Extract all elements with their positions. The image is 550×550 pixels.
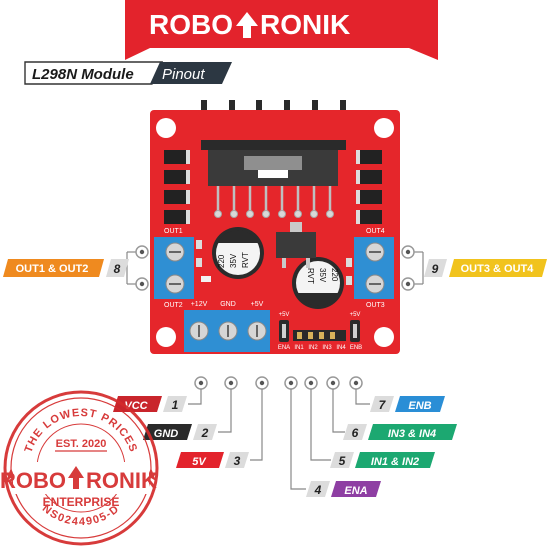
label-header-in3: IN3 bbox=[322, 345, 332, 351]
pin-9-number: 9 bbox=[432, 262, 439, 276]
pin-6-label: IN3 & IN4 bbox=[388, 428, 436, 440]
pin-7-number: 7 bbox=[379, 398, 387, 412]
callout-pin-7: 7 ENB bbox=[370, 396, 445, 412]
stamp-brand-right: RONIK bbox=[86, 468, 157, 493]
stamp-est: EST. 2020 bbox=[56, 438, 107, 450]
label-power-12v: +12V bbox=[191, 301, 208, 308]
cap-left-value: 220 bbox=[217, 254, 226, 268]
voltage-regulator bbox=[276, 222, 316, 268]
pin-dots bbox=[194, 376, 363, 390]
brand-banner: ROBO RONIK bbox=[125, 0, 438, 60]
pin-8-number: 8 bbox=[114, 262, 121, 276]
pin-3-label: 5V bbox=[192, 456, 207, 468]
module-tag: Pinout bbox=[162, 66, 205, 83]
callout-pin-8: 8 OUT1 & OUT2 bbox=[3, 245, 149, 291]
label-header-ena: ENA bbox=[278, 345, 290, 351]
pin-4-label: ENA bbox=[344, 485, 367, 497]
stamp-sub: ENTERPRISE bbox=[43, 495, 120, 509]
label-out4: OUT4 bbox=[366, 228, 385, 235]
cap-right-series: RVT bbox=[306, 268, 315, 284]
pin-7-label: ENB bbox=[408, 400, 431, 412]
callout-pin-5: 5 IN1 & IN2 bbox=[330, 452, 435, 468]
label-out2: OUT2 bbox=[164, 302, 183, 309]
smd-components bbox=[196, 240, 352, 285]
pin-1-number: 1 bbox=[172, 398, 179, 412]
l298n-board: OUT1 OUT2 OUT4 OUT3 220 35V RVT 220 35V bbox=[150, 100, 400, 354]
diodes-right bbox=[356, 150, 382, 224]
terminal-out3-out4 bbox=[354, 237, 394, 299]
callout-pin-2: 2 GND bbox=[143, 424, 217, 440]
pin-5-label: IN1 & IN2 bbox=[371, 456, 419, 468]
stamp-brand-left: ROBO bbox=[0, 468, 66, 493]
label-power-5v: +5V bbox=[251, 301, 264, 308]
cap-left-series: RVT bbox=[241, 252, 250, 268]
pin-8-label: OUT1 & OUT2 bbox=[16, 263, 89, 275]
chip-legs bbox=[216, 186, 332, 212]
label-header-5v-right: +5V bbox=[350, 312, 361, 318]
pin-3-number: 3 bbox=[234, 454, 241, 468]
label-header-in2: IN2 bbox=[308, 345, 318, 351]
header-jumper-right bbox=[350, 320, 360, 342]
label-power-gnd: GND bbox=[220, 301, 236, 308]
stamp-arrow-icon bbox=[68, 466, 84, 489]
solder-pads bbox=[214, 210, 334, 218]
label-header-5v-left: +5V bbox=[279, 312, 290, 318]
header-jumper-left bbox=[279, 320, 289, 342]
terminal-power bbox=[184, 310, 270, 352]
label-out1: OUT1 bbox=[164, 228, 183, 235]
brand-name-left: ROBO bbox=[149, 9, 233, 40]
label-out3: OUT3 bbox=[366, 302, 385, 309]
leader-lines bbox=[188, 389, 370, 490]
capacitor-right bbox=[292, 257, 344, 309]
diodes-left bbox=[164, 150, 190, 224]
callout-pin-3: 3 5V bbox=[176, 452, 249, 468]
cap-left-voltage: 35V bbox=[229, 253, 238, 268]
cap-right-value: 220 bbox=[330, 268, 339, 282]
terminal-out1-out2 bbox=[154, 237, 194, 299]
mounting-holes bbox=[156, 118, 394, 347]
callout-pin-6: 6 IN3 & IN4 bbox=[343, 424, 457, 440]
header-pins bbox=[293, 330, 346, 341]
cap-right-voltage: 35V bbox=[318, 268, 327, 283]
brand-arrow-icon bbox=[236, 12, 258, 38]
module-title: L298N Module Pinout bbox=[24, 61, 232, 85]
brand-name-right: RONIK bbox=[260, 9, 350, 40]
pin-5-number: 5 bbox=[339, 454, 346, 468]
label-header-enb: ENB bbox=[350, 345, 362, 351]
label-header-in1: IN1 bbox=[294, 345, 304, 351]
label-header-in4: IN4 bbox=[336, 345, 346, 351]
pin-9-label: OUT3 & OUT4 bbox=[461, 263, 535, 275]
pin-4-number: 4 bbox=[314, 483, 322, 497]
callout-pin-4: 4 ENA bbox=[306, 481, 381, 497]
pin-6-number: 6 bbox=[352, 426, 359, 440]
capacitor-left bbox=[212, 227, 264, 279]
pin-2-label: GND bbox=[154, 428, 179, 440]
callout-pin-9: 9 OUT3 & OUT4 bbox=[401, 245, 547, 291]
pin-2-number: 2 bbox=[201, 426, 209, 440]
module-name: L298N Module bbox=[32, 66, 134, 83]
enterprise-stamp: THE LOWEST PRICES NS0244905-D EST. 2020 … bbox=[0, 390, 159, 546]
